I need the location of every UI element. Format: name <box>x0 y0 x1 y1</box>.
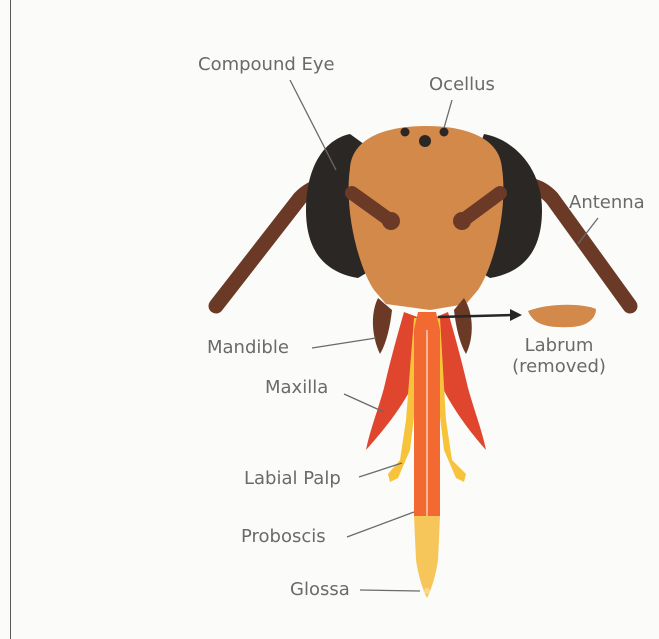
glossa-tip <box>414 516 440 598</box>
labrum-arrow <box>438 315 512 317</box>
head-capsule <box>349 126 504 310</box>
label-labial-palp: Labial Palp <box>244 469 341 489</box>
mandible-left <box>373 298 392 354</box>
label-glossa: Glossa <box>290 580 350 600</box>
labrum-piece <box>528 305 596 327</box>
label-mandible: Mandible <box>207 338 289 358</box>
label-proboscis: Proboscis <box>241 527 326 547</box>
label-compound-eye: Compound Eye <box>198 55 335 75</box>
label-labrum: Labrum <box>507 336 611 356</box>
label-labrum-note: (removed) <box>507 357 611 377</box>
label-antenna: Antenna <box>569 193 645 213</box>
label-ocellus: Ocellus <box>429 75 495 95</box>
label-maxilla: Maxilla <box>265 378 328 398</box>
arrow-head-icon <box>510 309 522 321</box>
